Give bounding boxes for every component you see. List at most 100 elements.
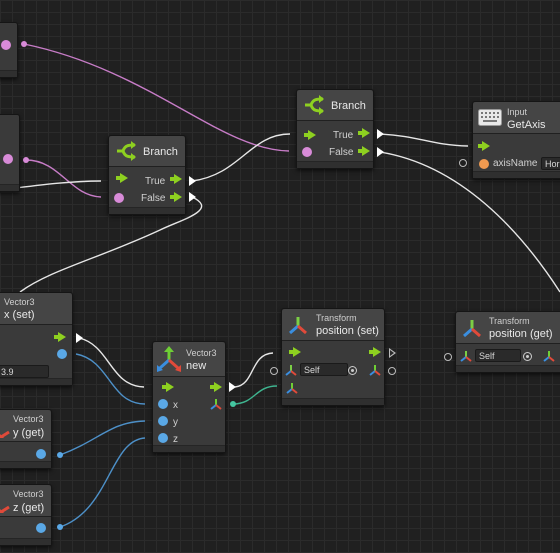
false-output-port[interactable] xyxy=(358,146,370,156)
keyboard-icon xyxy=(478,109,502,126)
node-title: x (set) xyxy=(4,309,35,321)
vector3-output-icon[interactable] xyxy=(209,397,223,411)
set-flow-unconnected-port[interactable] xyxy=(389,348,396,358)
y-input-port[interactable] xyxy=(158,416,168,426)
wire-flow-xset xyxy=(78,337,145,388)
target-object-field[interactable]: Self xyxy=(475,349,521,362)
true-label: True xyxy=(333,130,354,141)
node-category: Transform xyxy=(316,313,357,323)
node-category: Vector3 xyxy=(13,414,44,424)
vector3-axis-icon xyxy=(0,430,10,438)
partial-node-top[interactable] xyxy=(0,22,18,78)
target-unconnected-port[interactable] xyxy=(270,367,278,375)
node-footer xyxy=(282,398,384,405)
transform-target-icon xyxy=(460,351,472,362)
target-object-field[interactable]: Self xyxy=(300,363,348,376)
node-header: Vector3 x (set) xyxy=(0,293,72,325)
flow-output-port[interactable] xyxy=(369,347,381,357)
wire-position xyxy=(232,385,278,405)
vector3-yget-node[interactable]: Vector3 y (get) xyxy=(0,409,52,469)
node-footer xyxy=(0,378,72,385)
node-footer xyxy=(456,365,560,372)
false-output-port[interactable] xyxy=(170,192,182,202)
input-getaxis-node[interactable]: Input GetAxis axisName Hor xyxy=(472,101,560,179)
x-input-port[interactable] xyxy=(158,399,168,409)
x-label: x xyxy=(173,400,178,411)
transform-target-icon xyxy=(285,365,297,376)
transform-output-icon[interactable] xyxy=(368,363,382,377)
node-category: Vector3 xyxy=(186,348,217,358)
node-header: Vector3 new xyxy=(153,342,225,377)
branch-node-1[interactable]: Branch True False xyxy=(108,135,186,215)
node-title: y (get) xyxy=(13,427,45,439)
flow-input-port[interactable] xyxy=(478,141,490,151)
branch2-true-connector[interactable] xyxy=(377,129,384,139)
node-title: new xyxy=(186,360,207,372)
transform-position-get-node[interactable]: Transform position (get) Self xyxy=(455,311,560,373)
true-output-port[interactable] xyxy=(358,128,370,138)
flow-input-port[interactable] xyxy=(116,173,128,183)
flow-input-port[interactable] xyxy=(304,130,316,140)
set-output-unconnected-port[interactable] xyxy=(388,367,396,375)
xset-flow-connector[interactable] xyxy=(76,333,83,343)
branch2-false-connector[interactable] xyxy=(377,147,384,157)
boolean-output-port[interactable] xyxy=(1,40,11,50)
condition-input-port[interactable] xyxy=(302,147,312,157)
node-category: Vector3 xyxy=(13,489,44,499)
z-input-port[interactable] xyxy=(158,433,168,443)
target-picker-icon[interactable] xyxy=(348,366,357,375)
transform-position-set-node[interactable]: Transform position (set) Self xyxy=(281,308,385,406)
true-output-port[interactable] xyxy=(170,174,182,184)
target-picker-icon[interactable] xyxy=(523,352,532,361)
false-label: False xyxy=(329,147,354,158)
node-title: position (get) xyxy=(489,328,553,340)
flow-output-port[interactable] xyxy=(210,382,222,392)
wire-flow-branch2-true xyxy=(379,133,469,147)
wire-flow-new xyxy=(234,352,274,388)
wire-flow-branch1-false xyxy=(19,196,203,293)
vector3-output-port[interactable] xyxy=(57,349,67,359)
y-output-port[interactable] xyxy=(36,449,46,459)
node-footer xyxy=(0,538,51,545)
transform-axis-icon xyxy=(289,317,307,335)
node-title: Branch xyxy=(331,100,366,112)
branch-node-2[interactable]: Branch True False xyxy=(296,89,374,169)
x-value-field[interactable]: 3.9 xyxy=(0,365,49,378)
partial-node-mid[interactable] xyxy=(0,114,20,192)
node-title: z (get) xyxy=(13,502,45,514)
axisname-field[interactable]: Hor xyxy=(541,157,560,170)
node-category: Input xyxy=(507,107,528,117)
vector3-zget-node[interactable]: Vector3 z (get) xyxy=(0,484,52,546)
branch-icon xyxy=(117,141,136,161)
wire-flow-branch1-true xyxy=(191,133,291,182)
new-flow-connector[interactable] xyxy=(229,382,236,392)
branch1-true-connector[interactable] xyxy=(189,176,196,186)
vector3-xset-node[interactable]: Vector3 x (set) 3.9 xyxy=(0,292,73,386)
node-title: Branch xyxy=(143,146,178,158)
transform-output-icon[interactable] xyxy=(542,349,556,363)
y-label: y xyxy=(173,417,178,428)
branch1-false-connector[interactable] xyxy=(189,192,196,202)
node-category: Vector3 xyxy=(4,297,35,307)
node-footer xyxy=(297,161,373,168)
value-input-icon[interactable] xyxy=(285,381,299,395)
flow-output-port[interactable] xyxy=(54,332,66,342)
boolean-output-port[interactable] xyxy=(3,154,13,164)
transform-axis-icon xyxy=(463,320,481,338)
false-label: False xyxy=(141,193,166,204)
condition-input-port[interactable] xyxy=(114,193,124,203)
true-label: True xyxy=(145,176,166,187)
flow-input-port[interactable] xyxy=(162,382,174,392)
flow-input-port[interactable] xyxy=(289,347,301,357)
get-target-unconnected-port[interactable] xyxy=(444,353,452,361)
axisname-input-port[interactable] xyxy=(479,159,489,169)
z-output-port[interactable] xyxy=(36,523,46,533)
node-title: position (set) xyxy=(316,325,379,337)
node-header: Branch xyxy=(297,90,373,121)
vector3-axis-icon xyxy=(157,346,181,372)
vector3-new-node[interactable]: Vector3 new x y z xyxy=(152,341,226,453)
node-category: Transform xyxy=(489,316,530,326)
wire-bool-top xyxy=(23,43,290,152)
axisname-unconnected-port[interactable] xyxy=(459,159,467,167)
